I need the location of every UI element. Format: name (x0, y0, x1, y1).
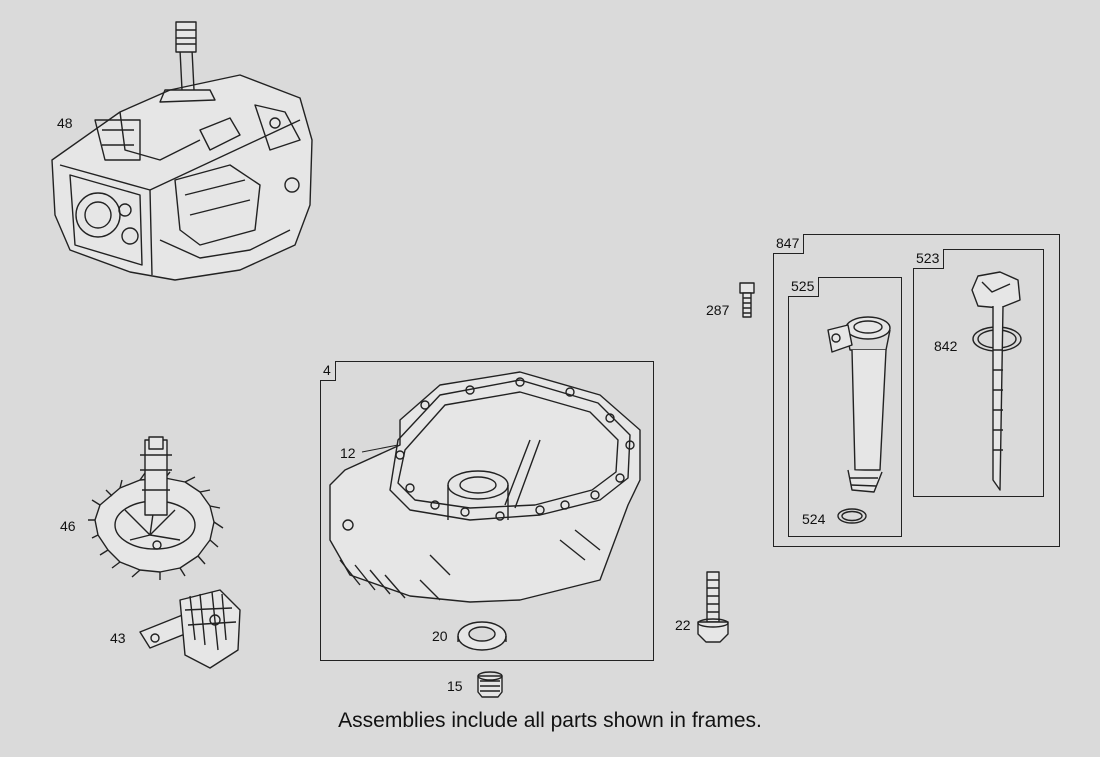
part-48-cylinder-block (51, 21, 313, 281)
part-525-dipstick-tube (827, 316, 891, 524)
part-4-sump-cover (329, 371, 641, 603)
label-48: 48 (57, 115, 73, 131)
part-523-dipstick (971, 271, 1022, 491)
frame-4-tag: 4 (320, 361, 336, 381)
frame-4: 4 (320, 361, 654, 661)
label-842: 842 (934, 338, 958, 354)
label-12: 12 (340, 445, 356, 461)
label-20: 20 (432, 628, 448, 644)
frame-525: 525 (788, 277, 902, 537)
part-43-governor-assembly (139, 589, 241, 669)
part-287-bolt (739, 282, 755, 318)
label-287: 287 (706, 302, 730, 318)
part-22-bolt (697, 571, 729, 643)
part-15-drain-plug (477, 671, 503, 698)
diagram-caption: Assemblies include all parts shown in fr… (338, 709, 762, 732)
label-43: 43 (110, 630, 126, 646)
part-20-oil-seal (457, 621, 507, 651)
label-22: 22 (675, 617, 691, 633)
part-46-cam-gear (88, 436, 224, 580)
label-524: 524 (802, 511, 826, 527)
frame-525-tag: 525 (788, 277, 820, 297)
frame-523: 523 (913, 249, 1044, 497)
frame-847: 847 (773, 234, 1060, 547)
frame-847-tag: 847 (773, 234, 805, 254)
label-15: 15 (447, 678, 463, 694)
frame-523-tag: 523 (913, 249, 945, 269)
label-46: 46 (60, 518, 76, 534)
